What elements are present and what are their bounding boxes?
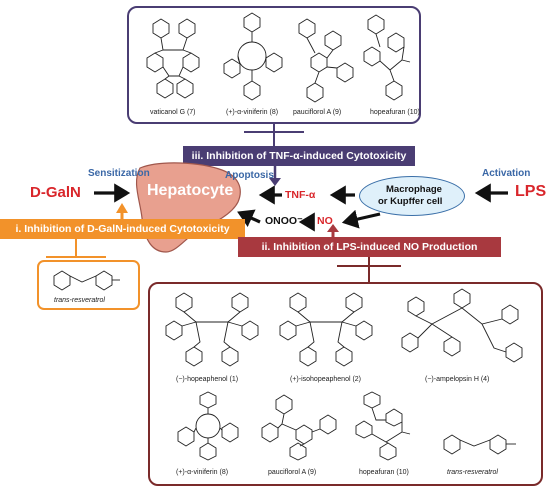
galn-compound-panel [37,260,140,310]
resveratrol-structure-bottom [443,434,516,455]
onoo-label: ONOO⁻ [265,215,303,227]
compound-label-isohopeaphenol: (+)-isohopeaphenol (2) [290,376,362,383]
macrophage-cell [359,176,465,216]
compound-label-resveratrol-left: trans-resveratrol [54,297,105,304]
compound-label-hopeafuran-bottom: hopeafuran (10) [359,469,409,476]
activation-label: Activation [482,168,531,179]
tnf-inhibition-bar: iii. Inhibition of TNF-α-induced Cytotox… [183,146,415,166]
alpha-viniferin-structure-bottom [177,391,239,461]
compound-label-hopeafuran: hopeafuran (10) [370,109,420,116]
compound-label-alpha-viniferin-bottom: (+)-α-viniferin (8) [176,469,229,476]
lps-label: LPS [515,183,547,200]
d-galn-label: D-GalN [30,184,81,201]
compound-label-pauciflorol-a-bottom: pauciflorol A (9) [268,469,317,476]
pauciflorol-a-structure-bottom [261,394,337,461]
sensitization-label: Sensitization [88,168,150,179]
compound-label-resveratrol-bottom: trans-resveratrol [447,469,498,476]
hepatocyte-label: Hepatocyte [147,182,234,199]
top-compound-panel [127,6,421,124]
galn-inhibition-bar: i. Inhibition of D-GalN-induced Cytotoxi… [0,219,245,239]
ampelopsin-h-structure [401,288,523,363]
hopeaphenol-structure [165,292,259,367]
macrophage-label-line2: or Kupffer cell [378,196,443,207]
tnf-alpha-label: TNF-α [285,189,316,201]
resveratrol-structure-left [53,270,120,291]
hopeafuran-structure-top [363,14,411,101]
alpha-viniferin-structure-top [223,12,283,101]
lps-inhibition-bar: ii. Inhibition of LPS-induced NO Product… [238,237,501,257]
no-label: NO [317,215,333,227]
pauciflorol-a-structure-top [298,18,354,103]
compound-label-ampelopsin-h: (−)-ampelopsin H (4) [425,376,490,383]
apoptosis-label: Apoptosis [225,170,274,181]
compound-label-alpha-viniferin: (+)-α-viniferin (8) [226,109,279,116]
compound-label-vaticanol-g: vaticanol G (7) [150,109,196,116]
macrophage-label-line1: Macrophage [386,184,442,195]
vaticanol-g-structure [146,18,200,99]
hopeafuran-structure-bottom [355,391,411,461]
compound-label-pauciflorol-a: pauciflorol A (9) [293,109,342,116]
isohopeaphenol-structure [279,292,373,367]
compound-label-hopeaphenol: (−)-hopeaphenol (1) [176,376,239,383]
bottom-compound-panel [148,282,543,486]
